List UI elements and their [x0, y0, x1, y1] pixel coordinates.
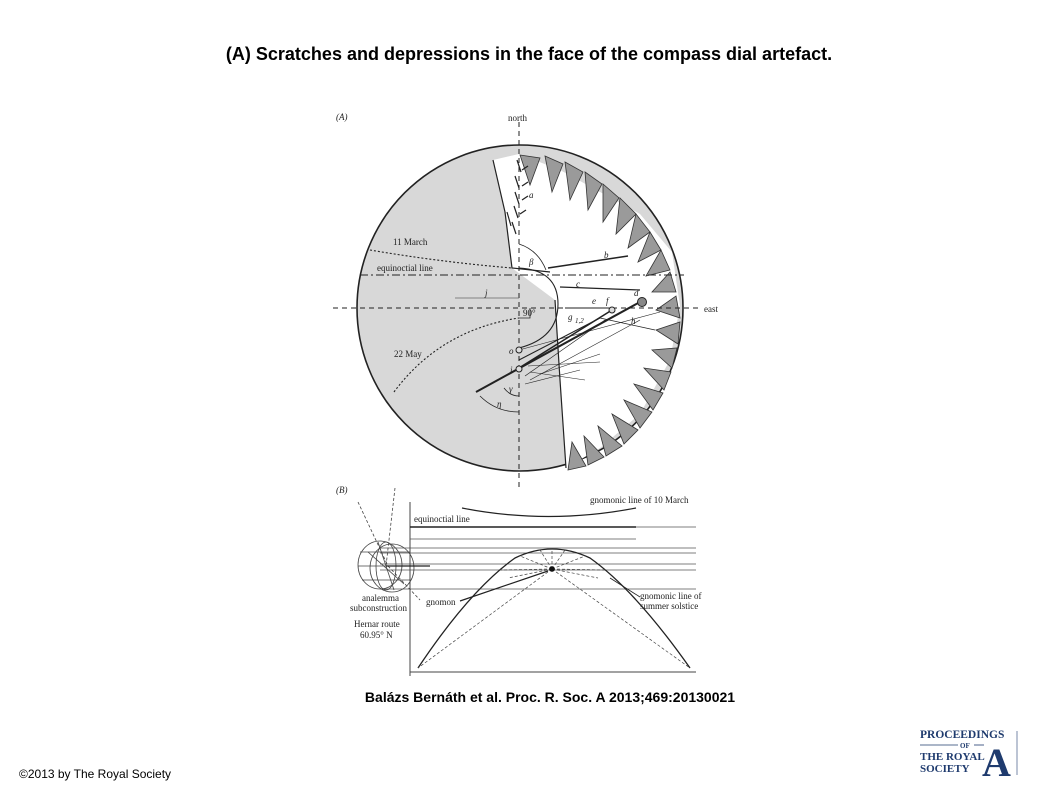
solstice-label-1: gnomonic line of [640, 591, 702, 601]
citation: Balázs Bernáth et al. Proc. R. Soc. A 20… [364, 689, 736, 705]
point-f [608, 306, 616, 314]
point-o [515, 346, 523, 354]
march-label: 11 March [393, 237, 428, 247]
letter-b: b [604, 250, 609, 260]
panel-a-label: (A) [336, 112, 348, 122]
gnomon-arc [518, 267, 559, 349]
panel-b-label: (B) [336, 485, 348, 495]
copyright-notice: ©2013 by The Royal Society [19, 767, 172, 781]
journal-logo: PROCEEDINGS OF THE ROYAL SOCIETY A [920, 729, 1018, 779]
equinoctial-label-b: equinoctial line [414, 514, 470, 524]
letter-c: c [576, 279, 580, 289]
march-gnomonic-curve [461, 507, 637, 518]
analemma-label-2: subconstruction [350, 603, 407, 613]
gnomon-rays [417, 548, 691, 669]
analemma-dashed-2 [357, 501, 389, 567]
point-d [637, 297, 647, 307]
analemma-dashed-3 [387, 565, 421, 601]
beta-arc [518, 243, 547, 271]
solstice-pointer [609, 577, 641, 598]
page-title: (A) Scratches and depressions in the fac… [225, 44, 833, 64]
letter-o: o [509, 346, 514, 356]
logo-line-1: PROCEEDINGS [920, 729, 1004, 741]
angle-90-box [519, 308, 531, 319]
panel-b-horizontal-lines [380, 526, 696, 590]
letter-j: j [484, 288, 488, 298]
equinoctial-label-a: equinoctial line [377, 263, 433, 273]
route-label-1: Hernar route [354, 619, 400, 629]
letter-h: h [631, 316, 636, 326]
eta-arc [479, 395, 520, 413]
gnomon-point-b [549, 566, 555, 572]
panel-a: (A) north east 11 March equinoctial line… [333, 112, 718, 490]
solstice-label-2: summer solstice [640, 601, 698, 611]
angle-90-label: 90° [523, 308, 536, 318]
letter-a: a [529, 190, 534, 200]
letter-beta: β [528, 257, 534, 267]
letter-f: f [606, 296, 610, 306]
gnomon-pointer [459, 570, 549, 602]
north-label: north [508, 113, 527, 123]
logo-line-4: SOCIETY [920, 763, 970, 775]
letter-g-sub: 1,2 [575, 317, 584, 325]
scratch-b [547, 255, 629, 269]
solstice-curve [417, 548, 691, 669]
dial-teeth [519, 154, 681, 471]
logo-line-3: THE ROYAL [920, 751, 985, 763]
march-gnomonic-label: gnomonic line of 10 March [590, 495, 689, 505]
letter-gamma: γ [509, 384, 513, 394]
point-i [515, 365, 523, 373]
scrape-boundary-2 [554, 299, 567, 469]
gamma-arc [503, 387, 520, 397]
letter-d: d [634, 288, 639, 298]
analemma-label-1: analemma [362, 593, 399, 603]
gnomon-lines [475, 301, 661, 393]
panel-b: (B) gnomonic line of 10 March equinoctia… [336, 485, 702, 676]
letter-i: i [510, 365, 513, 375]
scratch-a-ticks [506, 159, 529, 235]
letter-eta: η [497, 399, 502, 409]
east-label: east [704, 304, 718, 314]
route-label-2: 60.95° N [360, 630, 393, 640]
analemma-dashed-1 [385, 487, 396, 567]
logo-line-2: OF [960, 742, 970, 750]
gnomon-label: gnomon [426, 597, 456, 607]
scratch-c [559, 286, 641, 291]
logo-letter: A [982, 740, 1011, 779]
may-curve [393, 317, 520, 393]
letter-g: g [568, 312, 573, 322]
may-label: 22 May [394, 349, 422, 359]
letter-e: e [592, 296, 596, 306]
